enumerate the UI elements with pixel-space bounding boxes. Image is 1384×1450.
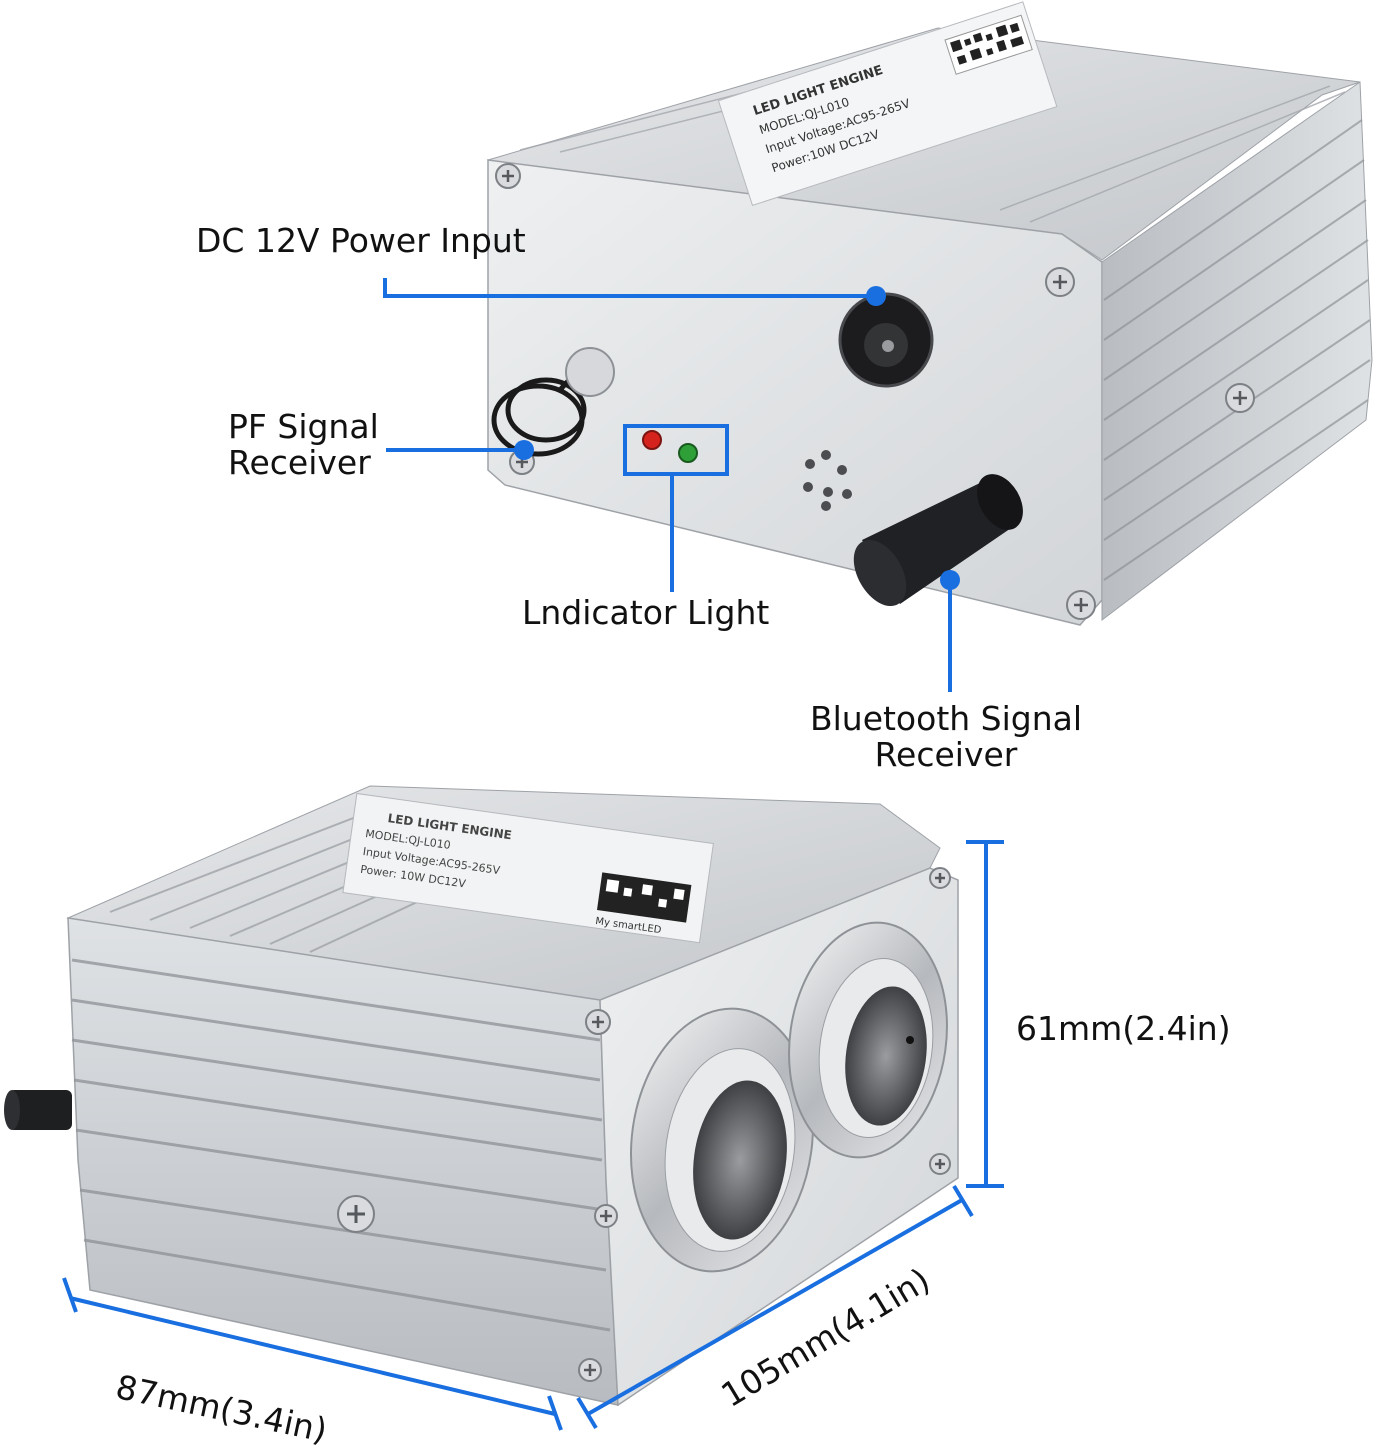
screw-icon: [594, 1204, 618, 1228]
bottom-qr-code: [596, 872, 692, 923]
screw-icon: [929, 867, 951, 889]
indicator-box: [623, 424, 729, 476]
speaker-holes: [803, 450, 852, 511]
top-qr-code: [944, 14, 1033, 75]
screw-icon: [1045, 267, 1075, 297]
green-led-icon: [678, 443, 698, 463]
pf-receiver-label-line2: Receiver: [228, 443, 371, 482]
screw-icon: [337, 1195, 375, 1233]
antenna-mount: [565, 347, 615, 397]
bottom-unit-fin-lines: [71, 958, 611, 1332]
fiber-port-left: [630, 1007, 814, 1273]
fiber-port-right: [788, 921, 948, 1159]
bottom-unit: LED LIGHT ENGINE MODEL:QJ-L010 Input Vol…: [4, 785, 959, 1407]
length-dimension-line: [587, 1198, 963, 1416]
width-dimension-line: [69, 1296, 556, 1416]
indicator-label: Lndicator Light: [522, 593, 770, 632]
top-unit: LED LIGHT ENGINE MODEL:QJ-L010 Input Vol…: [486, 1, 1373, 626]
dc-power-callout: [383, 278, 874, 298]
pf-receiver-label-line1: PF Signal: [228, 407, 379, 446]
screw-icon: [495, 163, 521, 189]
top-unit-side-fins: [1101, 81, 1373, 622]
side-antenna: [4, 1090, 72, 1130]
screw-icon: [578, 1358, 602, 1382]
height-dimension-label: 61mm(2.4in): [1016, 1009, 1231, 1048]
screw-icon: [585, 1009, 611, 1035]
callout-dots: [514, 286, 960, 590]
bluetooth-antenna: [853, 474, 1023, 607]
bt-receiver-label-line2: Receiver: [874, 735, 1018, 774]
dc-power-label: DC 12V Power Input: [196, 221, 526, 260]
dc-power-jack: [838, 292, 934, 388]
callout-lines: [62, 278, 1004, 1431]
screw-icon: [1066, 590, 1096, 620]
screw-icon: [929, 1153, 951, 1175]
red-led-icon: [642, 430, 662, 450]
bottom-unit-spec-label: LED LIGHT ENGINE MODEL:QJ-L010 Input Vol…: [342, 792, 714, 944]
bottom-unit-side-fins: [67, 917, 619, 1406]
bt-receiver-label-line1: Bluetooth Signal: [809, 699, 1083, 738]
screw-icon: [1225, 383, 1255, 413]
